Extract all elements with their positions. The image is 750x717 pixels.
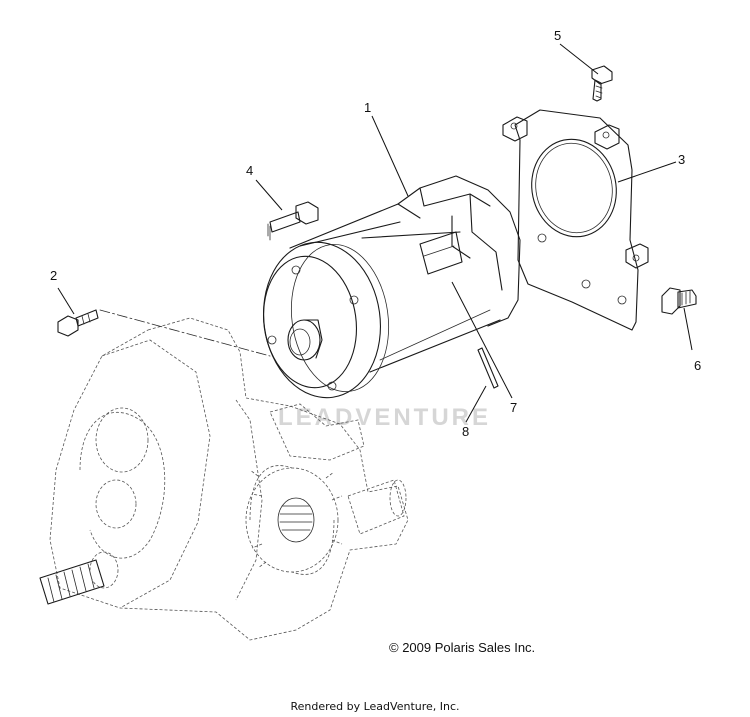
render-credit: Rendered by LeadVenture, Inc. [290, 700, 460, 713]
callout-6: 6 [694, 358, 701, 373]
part-1-motor[interactable] [254, 175, 521, 405]
part-2-bolt[interactable] [57, 309, 99, 337]
part-5-bolt[interactable] [591, 65, 613, 102]
part-3-cover-plate[interactable] [502, 109, 649, 331]
transmission-housing [39, 317, 409, 641]
callout-3: 3 [678, 152, 685, 167]
callout-5: 5 [554, 28, 561, 43]
callout-4: 4 [246, 163, 253, 178]
part-4-bolt[interactable] [267, 201, 319, 237]
part-8-pin[interactable] [477, 347, 499, 389]
copyright-notice: © 2009 Polaris Sales Inc. [389, 640, 536, 655]
callout-1: 1 [364, 100, 371, 115]
part-6-bolt[interactable] [661, 287, 697, 315]
callout-2: 2 [50, 268, 57, 283]
callout-7: 7 [510, 400, 517, 415]
callout-8: 8 [462, 424, 469, 439]
callouts: 1 2 3 4 5 6 7 8 [50, 28, 701, 439]
leader-lines [57, 43, 693, 423]
watermark: LEADVENTURE [278, 404, 491, 431]
